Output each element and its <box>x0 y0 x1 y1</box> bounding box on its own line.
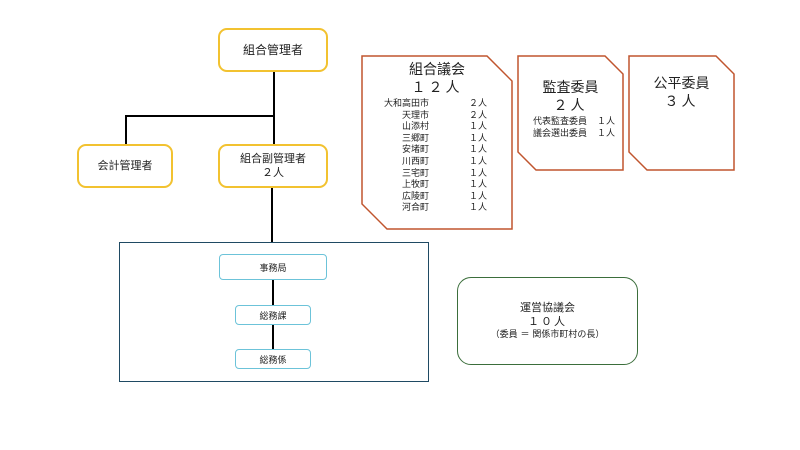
connector-horizontal <box>125 115 275 117</box>
council-total: １０人 <box>528 314 567 328</box>
vice-manager-label: 組合副管理者 <box>240 152 306 165</box>
council-title: 運営協議会 <box>520 300 575 314</box>
manager-label: 組合管理者 <box>242 43 303 57</box>
connector-office-division <box>272 279 274 306</box>
section-label: 総務係 <box>259 355 287 366</box>
fairness-title: 公平委員 <box>653 76 710 92</box>
council-note: （委員 ＝ 関係市町村の長） <box>490 329 605 340</box>
manager-box: 組合管理者 <box>218 28 328 72</box>
council-box: 運営協議会 １０人 （委員 ＝ 関係市町村の長） <box>457 277 638 365</box>
office-label: 事務局 <box>259 263 287 274</box>
fairness-total: ３人 <box>664 94 699 110</box>
assembly-shape <box>361 55 513 230</box>
vice-manager-count: ２人 <box>262 166 284 179</box>
accountant-label: 会計管理者 <box>97 159 153 172</box>
connector-accountant <box>125 115 127 145</box>
accountant-box: 会計管理者 <box>77 144 173 188</box>
connector-manager-down <box>273 72 275 116</box>
fairness-shape <box>628 55 735 171</box>
auditors-total: ２人 <box>553 98 588 114</box>
auditors-title: 監査委員 <box>542 80 599 96</box>
section-box: 総務係 <box>235 349 311 369</box>
assembly-title: 組合議会 <box>409 62 465 78</box>
fairness-box: 公平委員 ３人 <box>628 55 735 171</box>
division-label: 総務課 <box>259 311 287 322</box>
connector-vice <box>273 115 275 145</box>
connector-division-section <box>272 324 274 350</box>
vice-manager-box: 組合副管理者 ２人 <box>218 144 328 188</box>
connector-vice-to-secretariat <box>271 188 273 243</box>
auditors-shape <box>517 55 624 171</box>
assembly-total: １２人 <box>411 80 463 96</box>
division-box: 総務課 <box>235 305 311 325</box>
office-box: 事務局 <box>219 254 327 280</box>
